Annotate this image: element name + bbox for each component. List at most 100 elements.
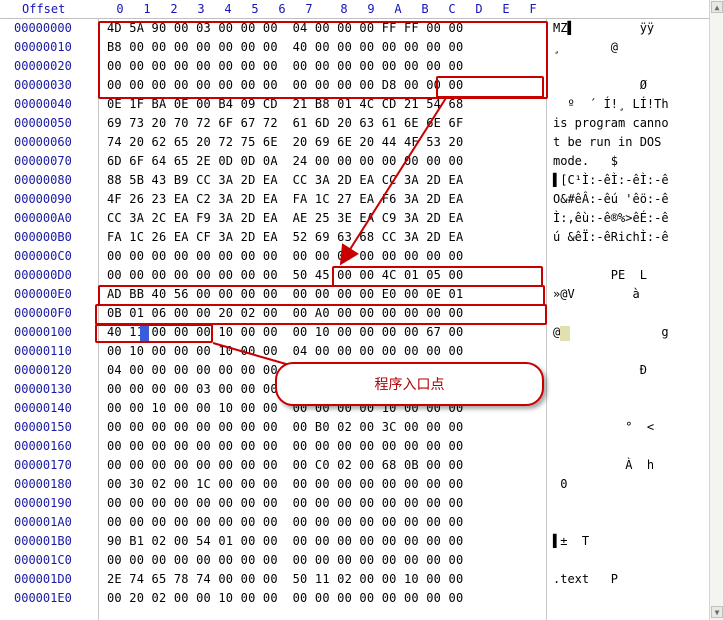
offset-cell: 00000150 xyxy=(14,420,72,434)
column-header-8: 8 xyxy=(340,2,348,16)
text-row[interactable]: Ì:,êù:-ê®%>êÉ:-ê xyxy=(553,211,669,225)
column-header-6: 6 xyxy=(278,2,286,16)
text-row[interactable]: Ø xyxy=(553,78,647,92)
hex-bytes-row[interactable]: 00 00 00 00 00 00 00 00 00 00 00 00 00 0… xyxy=(107,553,464,567)
offset-cell: 00000090 xyxy=(14,192,72,206)
offset-cell: 00000130 xyxy=(14,382,72,396)
hex-bytes-row[interactable]: FA 1C 26 EA CF 3A 2D EA 52 69 63 68 CC 3… xyxy=(107,230,464,244)
text-row[interactable]: .text P xyxy=(553,572,619,586)
offset-cell: 00000030 xyxy=(14,78,72,92)
hex-bytes-row[interactable]: 00 00 00 00 00 00 00 00 00 00 00 00 00 0… xyxy=(107,515,464,529)
hex-bytes-row[interactable]: 00 00 00 00 00 00 00 00 00 B0 02 00 3C 0… xyxy=(107,420,464,434)
text-row[interactable]: mode. $ xyxy=(553,154,619,168)
hex-bytes-row[interactable]: 00 00 00 00 00 00 00 00 00 00 00 00 00 0… xyxy=(107,439,464,453)
offset-header: Offset xyxy=(22,2,66,16)
text-row[interactable]: ° < xyxy=(553,420,655,434)
selection-cursor xyxy=(140,326,149,341)
callout-label: 程序入口点 xyxy=(374,377,445,393)
hex-bytes-row[interactable]: 69 73 20 70 72 6F 67 72 61 6D 20 63 61 6… xyxy=(107,116,464,130)
hex-bytes-row[interactable]: AD BB 40 56 00 00 00 00 00 00 00 00 E0 0… xyxy=(107,287,464,301)
hex-bytes-row[interactable]: CC 3A 2C EA F9 3A 2D EA AE 25 3E EA C9 3… xyxy=(107,211,464,225)
hex-bytes-row[interactable]: B8 00 00 00 00 00 00 00 40 00 00 00 00 0… xyxy=(107,40,464,54)
hex-bytes-row[interactable]: 88 5B 43 B9 CC 3A 2D EA CC 3A 2D EA CC 3… xyxy=(107,173,464,187)
column-header-5: 5 xyxy=(251,2,259,16)
column-header-0: 0 xyxy=(116,2,124,16)
hex-bytes-row[interactable]: 2E 74 65 78 74 00 00 00 50 11 02 00 00 1… xyxy=(107,572,464,586)
text-row[interactable]: O&#êÂ:-êú 'êö:-ê xyxy=(553,192,669,206)
hex-bytes-row[interactable]: 4F 26 23 EA C2 3A 2D EA FA 1C 27 EA F6 3… xyxy=(107,192,464,206)
offset-cell: 000001B0 xyxy=(14,534,72,548)
text-row[interactable]: 0 xyxy=(553,477,568,491)
text-cursor xyxy=(560,326,570,341)
offset-pane xyxy=(0,19,99,620)
hex-bytes-row[interactable]: 4D 5A 90 00 03 00 00 00 04 00 00 00 FF F… xyxy=(107,21,464,35)
pe-pointer-arrow xyxy=(339,97,447,266)
offset-cell: 00000020 xyxy=(14,59,72,73)
column-header-c: C xyxy=(448,2,456,16)
scroll-down-icon[interactable]: ▼ xyxy=(711,606,723,618)
hex-pane[interactable] xyxy=(100,19,547,620)
offset-cell: 000000B0 xyxy=(14,230,72,244)
offset-cell: 000000D0 xyxy=(14,268,72,282)
entry-point-box xyxy=(95,324,213,343)
text-row[interactable]: ▌± T xyxy=(553,534,590,548)
hex-bytes-row[interactable]: 0B 01 06 00 00 20 02 00 00 A0 00 00 00 0… xyxy=(107,306,464,320)
text-row[interactable]: PE L xyxy=(553,268,647,282)
hex-bytes-row[interactable]: 00 00 00 00 00 00 00 00 00 00 00 00 00 0… xyxy=(107,249,464,263)
hex-bytes-row[interactable]: 00 20 02 00 00 10 00 00 00 00 00 00 00 0… xyxy=(107,591,464,605)
column-header-9: 9 xyxy=(367,2,375,16)
vertical-scrollbar[interactable]: ▲ ▼ xyxy=(709,0,723,620)
hex-bytes-row[interactable]: 00 00 00 00 00 00 00 00 50 45 00 00 4C 0… xyxy=(107,268,464,282)
column-header-3: 3 xyxy=(197,2,205,16)
offset-cell: 000000A0 xyxy=(14,211,72,225)
hex-bytes-row[interactable]: 40 11 00 00 00 10 00 00 00 10 00 00 00 0… xyxy=(107,325,464,339)
column-header-e: E xyxy=(502,2,510,16)
hex-bytes-row[interactable]: 90 B1 02 00 54 01 00 00 00 00 00 00 00 0… xyxy=(107,534,464,548)
optional-header-box xyxy=(95,304,547,325)
offset-cell: 00000000 xyxy=(14,21,72,35)
hex-bytes-row[interactable]: 74 20 62 65 20 72 75 6E 20 69 6E 20 44 4… xyxy=(107,135,464,149)
column-header: Offset 0 1 2 3 4 5 6 7 8 9 A B C D E F xyxy=(0,0,709,19)
text-pane[interactable] xyxy=(548,19,709,620)
text-row[interactable]: MZ▌ ÿÿ xyxy=(553,21,655,35)
offset-cell: 00000140 xyxy=(14,401,72,415)
column-header-2: 2 xyxy=(170,2,178,16)
offset-cell: 000001A0 xyxy=(14,515,72,529)
offset-cell: 000001E0 xyxy=(14,591,72,605)
text-row[interactable]: ú &êÏ:-êRichÌ:-ê xyxy=(553,230,669,244)
offset-cell: 000000E0 xyxy=(14,287,72,301)
hex-bytes-row[interactable]: 00 00 00 00 00 00 00 00 00 C0 02 00 68 0… xyxy=(107,458,464,472)
offset-cell: 00000100 xyxy=(14,325,72,339)
offset-cell: 000000F0 xyxy=(14,306,72,320)
text-row[interactable]: À h xyxy=(553,458,655,472)
text-row[interactable]: t be run in DOS xyxy=(553,135,669,149)
column-header-1: 1 xyxy=(143,2,151,16)
scroll-up-icon[interactable]: ▲ xyxy=(711,1,723,13)
hex-bytes-row[interactable]: 00 00 00 00 00 00 00 00 00 00 00 00 00 0… xyxy=(107,496,464,510)
hex-bytes-row[interactable]: 00 00 00 00 00 00 00 00 00 00 00 00 D8 0… xyxy=(107,78,464,92)
hex-bytes-row[interactable]: 00 00 00 00 00 00 00 00 00 00 00 00 00 0… xyxy=(107,59,464,73)
offset-cell: 000001C0 xyxy=(14,553,72,567)
offset-cell: 00000070 xyxy=(14,154,72,168)
offset-cell: 00000120 xyxy=(14,363,72,377)
text-row[interactable]: is program canno xyxy=(553,116,669,130)
column-header-4: 4 xyxy=(224,2,232,16)
hex-bytes-row[interactable]: 00 10 00 00 00 10 00 00 04 00 00 00 00 0… xyxy=(107,344,464,358)
offset-cell: 000001D0 xyxy=(14,572,72,586)
hex-bytes-row[interactable]: 0E 1F BA 0E 00 B4 09 CD 21 B8 01 4C CD 2… xyxy=(107,97,464,111)
dos-header-box xyxy=(98,21,548,99)
column-header-d: D xyxy=(475,2,483,16)
offset-cell: 00000080 xyxy=(14,173,72,187)
hex-bytes-row[interactable]: 6D 6F 64 65 2E 0D 0D 0A 24 00 00 00 00 0… xyxy=(107,154,464,168)
text-row[interactable]: ­»@V à xyxy=(553,287,640,301)
text-row[interactable]: º ´ Í!¸ LÍ!Th xyxy=(553,97,669,111)
text-row[interactable]: ¸ @ xyxy=(553,40,619,54)
text-row[interactable]: @ g xyxy=(553,325,669,339)
offset-cell: 00000110 xyxy=(14,344,72,358)
text-row[interactable]: Ð xyxy=(553,363,647,377)
offset-cell: 00000180 xyxy=(14,477,72,491)
hex-bytes-row[interactable]: 00 30 02 00 1C 00 00 00 00 00 00 00 00 0… xyxy=(107,477,464,491)
column-header-7: 7 xyxy=(305,2,313,16)
text-row[interactable]: ▌[C¹Ì:-êÌ:-êÌ:-ê xyxy=(553,173,669,187)
